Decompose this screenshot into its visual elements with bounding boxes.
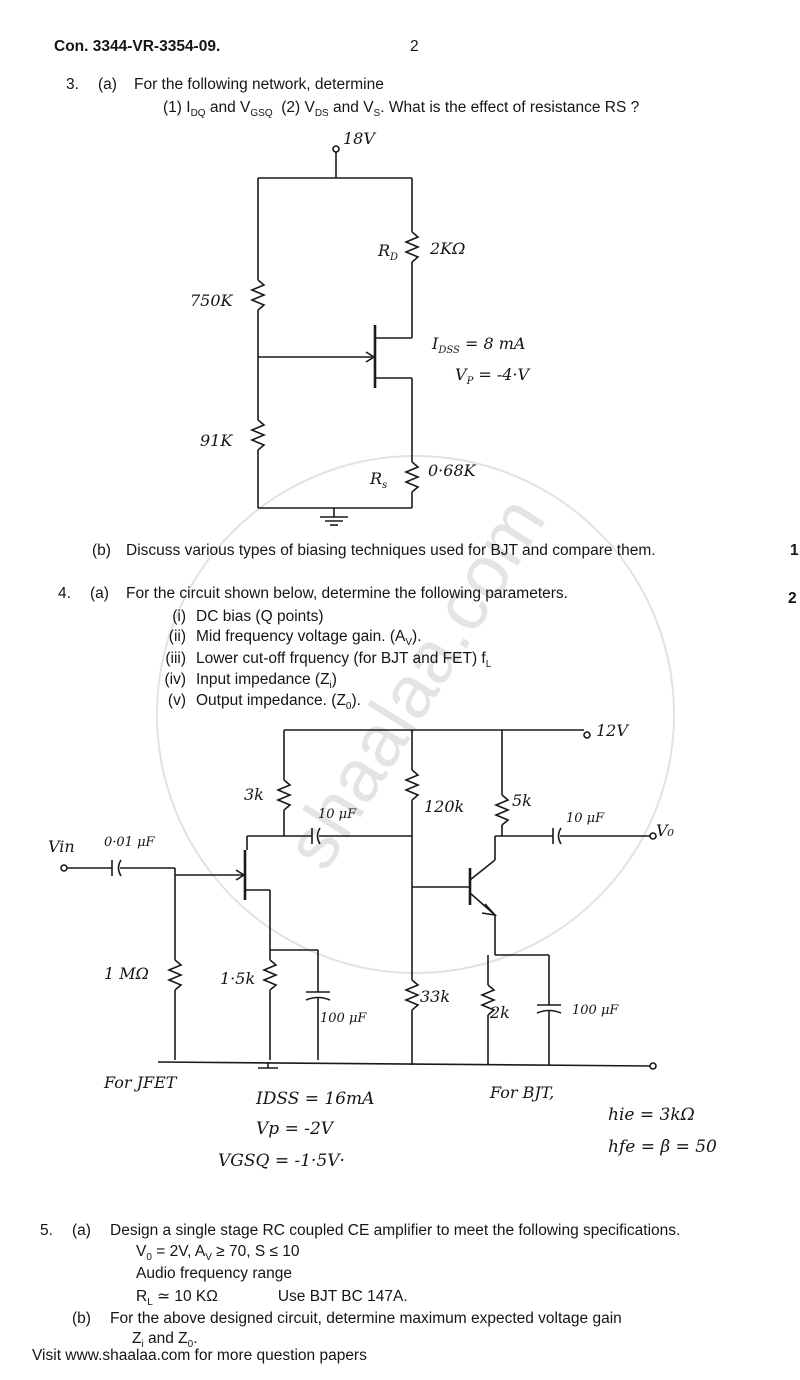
- q4-bjt-hie: hie = 3kΩ: [608, 1105, 695, 1125]
- q4-c100a-label: 100 μF: [320, 1011, 367, 1026]
- resistor-91k: [249, 419, 267, 451]
- ground-terminal: [649, 1062, 657, 1070]
- q4-vin-label: Vin: [48, 837, 75, 856]
- q4-jfet-idss: IDSS = 16mA: [256, 1089, 375, 1109]
- q4-1-5k-label: 1·5k: [220, 969, 256, 988]
- q3-rs-value: 0·68K: [428, 461, 476, 480]
- q4-bjt-hfe: hfe = β = 50: [608, 1137, 717, 1157]
- resistor-1m: [166, 959, 184, 991]
- resistor-33k: [403, 979, 421, 1011]
- footer-text: Visit www.shaalaa.com for more question …: [32, 1347, 371, 1365]
- q4-cin-label: 0·01 μF: [104, 835, 155, 850]
- supply-node: [332, 145, 340, 153]
- q3-supply-label: 18V: [343, 129, 375, 148]
- q5-part-a: (a): [72, 1222, 91, 1239]
- q4-jfet-vgsq: VGSQ = -1·5V·: [218, 1151, 345, 1171]
- q3-b-marks: 1: [790, 542, 799, 559]
- q4-c100b-label: 100 μF: [572, 1003, 619, 1018]
- q4-33k-label: 33k: [420, 987, 451, 1006]
- q5-spec-2: Audio frequency range: [136, 1265, 292, 1282]
- q3-rd-label: RD: [378, 241, 399, 264]
- q4-supply-label: 12V: [596, 721, 628, 740]
- resistor-rs: [403, 461, 421, 493]
- resistor-1-5k: [261, 959, 279, 991]
- resistor-750k: [249, 279, 267, 311]
- q4-2k-label: 2k: [490, 1003, 510, 1022]
- q3-r2-value: 91K: [200, 431, 233, 450]
- resistor-3k: [275, 779, 293, 811]
- q4-item-2: (ii)Mid frequency voltage gain. (AV).: [168, 628, 422, 649]
- page-number: 2: [410, 38, 419, 55]
- q4-item-4: (iv)Input impedance (Zi): [164, 671, 337, 692]
- q3-number: 3.: [66, 76, 79, 93]
- q4-bjt-label: For BJT,: [490, 1083, 555, 1102]
- resistor-120k: [403, 769, 421, 801]
- q4-item-3: (iii)Lower cut-off frquency (for BJT and…: [165, 650, 492, 671]
- q4-item-1: (i)DC bias (Q points): [172, 608, 324, 625]
- resistor-2k: [479, 984, 497, 1016]
- vo-terminal: [649, 832, 657, 840]
- resistor-5k: [493, 794, 511, 826]
- q5-number: 5.: [40, 1222, 53, 1239]
- q3-intro: For the following network, determine: [134, 76, 384, 93]
- q5-part-b: (b): [72, 1310, 91, 1327]
- q4-3k-label: 3k: [244, 785, 264, 804]
- q3-rs-label: Rs: [370, 469, 388, 492]
- q4-marks: 2: [788, 590, 797, 607]
- q4-vo-label: V₀: [656, 821, 674, 840]
- q3-idss: IDSS = 8 mA: [432, 334, 526, 357]
- q4-part-a: (a): [90, 585, 109, 602]
- vin-terminal: [60, 864, 68, 872]
- q4-c10a-label: 10 μF: [318, 807, 357, 822]
- q4-intro: For the circuit shown below, determine t…: [126, 585, 568, 602]
- resistor-rd: [403, 231, 421, 263]
- q4-c10b-label: 10 μF: [566, 811, 605, 826]
- q3-subquestions: (1) IDQ and VGSQ (2) VDS and VS. What is…: [163, 99, 640, 120]
- q4-120k-label: 120k: [424, 797, 465, 816]
- q4-number: 4.: [58, 585, 71, 602]
- q3-rd-value: 2KΩ: [430, 239, 466, 258]
- q4-5k-label: 5k: [512, 791, 532, 810]
- q3-part-b: (b): [92, 542, 111, 559]
- q3-part-a: (a): [98, 76, 117, 93]
- q4-1m-label: 1 MΩ: [104, 964, 149, 983]
- q5-b-text: For the above designed circuit, determin…: [110, 1310, 622, 1327]
- paper-code: Con. 3344-VR-3354-09.: [54, 38, 221, 55]
- q4-jfet-vp: Vp = -2V: [256, 1119, 334, 1139]
- q5-b-text-2: Zi and Z0.: [132, 1330, 198, 1351]
- q3-vp: VP = -4·V: [455, 365, 530, 388]
- q3-b-text: Discuss various types of biasing techniq…: [126, 542, 656, 559]
- watermark-ring: [156, 455, 675, 974]
- q5-a-text: Design a single stage RC coupled CE ampl…: [110, 1222, 681, 1239]
- jfet-gate-arrow: [235, 869, 246, 881]
- supply-node-12v: [583, 731, 591, 739]
- q3-r1-value: 750K: [190, 291, 233, 310]
- q5-spec-1: V0 = 2V, AV ≥ 70, S ≤ 10: [136, 1243, 300, 1264]
- q4-item-5: (v)Output impedance. (Z0).: [167, 692, 361, 713]
- q4-jfet-label: For JFET: [104, 1073, 177, 1092]
